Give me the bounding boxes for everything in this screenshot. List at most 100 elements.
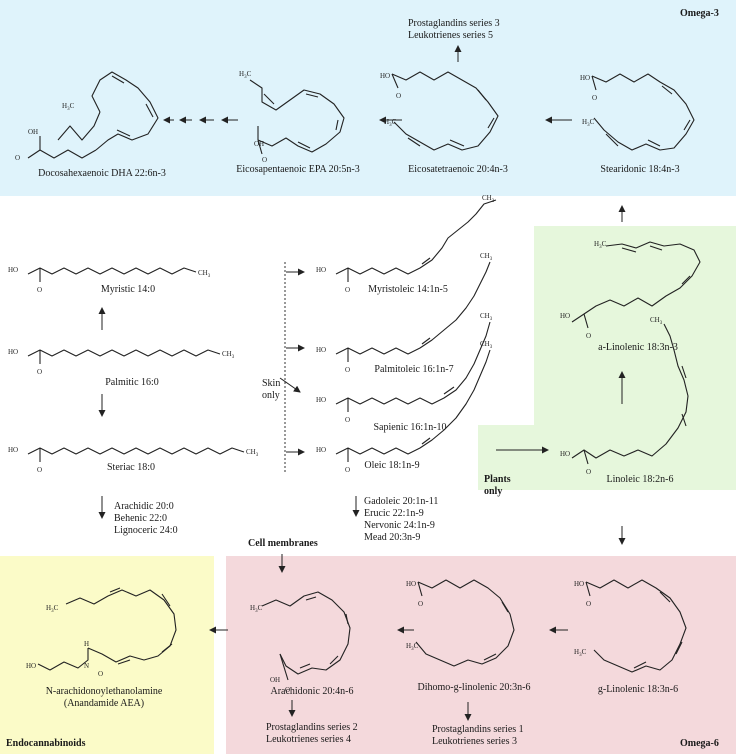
g-linolenic-ho-atom: HO xyxy=(574,580,584,588)
dha-h3c-atom: H3C xyxy=(62,102,75,112)
arachidonic-products: Prostaglandins series 2 Leukotrienes ser… xyxy=(266,722,358,745)
a-linolenic-ho-atom: HO xyxy=(560,312,570,320)
linoleic-ho-atom: HO xyxy=(560,450,570,458)
stearidonic-o-atom: O xyxy=(592,94,597,102)
anandamide-ho-atom: HO xyxy=(26,662,36,670)
dihomo-structure xyxy=(415,579,515,667)
steriac-ch3-atom: CH3 xyxy=(246,448,259,458)
oleic-ch3-atom: CH3 xyxy=(480,340,493,350)
anandamide-structure xyxy=(37,587,177,671)
eicosatetraenoic-products: Prostaglandins series 3 Leukotrienes ser… xyxy=(408,18,500,41)
epa-label: Eicosapentaenoic EPA 20:5n-3 xyxy=(236,164,360,175)
myristic-ch3-atom: CH3 xyxy=(198,269,211,279)
anandamide-h3c-atom: H3C xyxy=(46,604,59,614)
dha-label: Docosahexaenoic DHA 22:6n-3 xyxy=(38,168,166,179)
eicosatetraenoic-structure xyxy=(391,71,499,151)
anandamide-n-atom: N xyxy=(84,662,89,670)
stearidonic-h3c-atom: H3C xyxy=(582,118,595,128)
endocannabinoids-region xyxy=(0,556,214,754)
anandamide-o-atom: O xyxy=(98,670,103,678)
arachidonic-o-atom: O xyxy=(285,686,290,694)
palmitic-structure xyxy=(27,349,221,364)
g-linolenic-o-atom: O xyxy=(586,600,591,608)
g-linolenic-structure xyxy=(585,579,687,673)
arrow-to-sapienic xyxy=(279,377,301,393)
palmitoleic-o-atom: O xyxy=(345,366,350,374)
myristoleic-structure xyxy=(335,199,497,282)
dihomo-o-atom: O xyxy=(418,600,423,608)
oleic-label: Oleic 18:1n-9 xyxy=(364,460,420,471)
dihomo-h3c-atom: H3C xyxy=(406,642,419,652)
endocannabinoids-label: Endocannabinoids xyxy=(6,738,86,749)
steriac-ho-atom: HO xyxy=(8,446,18,454)
myristoleic-o-atom: O xyxy=(345,286,350,294)
dha-oh-atom: OH xyxy=(28,128,38,136)
dihomo-products: Prostaglandins series 1 Leukotrienes ser… xyxy=(432,724,524,747)
a-linolenic-label: a-Linolenic 18:3n-3 xyxy=(598,342,678,353)
sapienic-label: Sapienic 16:1n-10 xyxy=(373,422,447,433)
myristic-structure xyxy=(27,267,197,282)
oleic-structure xyxy=(335,349,491,462)
stearidonic-label: Stearidonic 18:4n-3 xyxy=(600,164,680,175)
myristic-label: Myristic 14:0 xyxy=(100,284,156,295)
sapienic-structure xyxy=(335,321,491,412)
skin-only-label: Skin only xyxy=(262,378,281,401)
omega-6-label: Omega-6 xyxy=(680,738,719,749)
arachidonic-label: Arachidonic 20:4n-6 xyxy=(270,686,354,697)
myristic-o-atom: O xyxy=(37,286,42,294)
linoleic-o-atom: O xyxy=(586,468,591,476)
palmitoleic-label: Palmitoleic 16:1n-7 xyxy=(374,364,454,375)
omega-6-region xyxy=(226,556,736,754)
a-linolenic-structure xyxy=(571,241,701,329)
stearidonic-structure xyxy=(591,73,695,151)
sapienic-ch3-atom: CH3 xyxy=(480,312,493,322)
long-saturated-list: Arachidic 20:0 Behenic 22:0 Lignoceric 2… xyxy=(114,501,178,536)
palmitoleic-structure xyxy=(335,261,491,362)
linoleic-label: Linoleic 18:2n-6 xyxy=(606,474,674,485)
omega-3-label: Omega-3 xyxy=(680,8,719,19)
myristoleic-label: Myristoleic 14:1n-5 xyxy=(368,284,448,295)
dha-o-atom: O xyxy=(15,154,20,162)
sapienic-ho-atom: HO xyxy=(316,396,326,404)
epa-o-atom: O xyxy=(262,156,267,164)
palmitic-label: Palmitic 16:0 xyxy=(105,377,159,388)
steriac-label: Steriac 18:0 xyxy=(106,462,156,473)
myristoleic-ch3-atom: CH3 xyxy=(482,194,495,204)
linoleic-structure xyxy=(571,323,689,465)
anandamide-label: N-arachidonoylethanolamine (Anandamide A… xyxy=(45,686,163,709)
arachidonic-oh-atom: OH xyxy=(270,676,280,684)
a-linolenic-h3c-atom: H3C xyxy=(594,240,607,250)
linoleic-ch3-atom: CH3 xyxy=(650,316,663,326)
dha-structure xyxy=(27,71,159,159)
palmitoleic-ch3-atom: CH3 xyxy=(480,252,493,262)
plants-only-region xyxy=(534,226,736,490)
cell-membranes-label: Cell membranes xyxy=(248,538,318,549)
steriac-o-atom: O xyxy=(37,466,42,474)
epa-oh-atom: OH xyxy=(254,140,264,148)
palmitic-o-atom: O xyxy=(37,368,42,376)
plants-only-label: Plants only xyxy=(484,474,511,497)
plants-only-region-extension xyxy=(478,425,536,490)
dihomo-label: Dihomo-g-linolenic 20:3n-6 xyxy=(417,682,531,693)
g-linolenic-label: g-Linolenic 18:3n-6 xyxy=(597,684,679,695)
long-monounsaturated-list: Gadoleic 20:1n-11 Erucic 22:1n-9 Nervoni… xyxy=(364,496,439,543)
eicosatetraenoic-label: Eicosatetraenoic 20:4n-3 xyxy=(408,164,508,175)
a-linolenic-o-atom: O xyxy=(586,332,591,340)
dihomo-ho-atom: HO xyxy=(406,580,416,588)
epa-h3c-atom: H3C xyxy=(239,70,252,80)
stearidonic-ho-atom: HO xyxy=(580,74,590,82)
epa-structure xyxy=(249,79,345,155)
palmitic-ch3-atom: CH3 xyxy=(222,350,235,360)
eicosatetraenoic-h3c-atom: H3C xyxy=(384,118,397,128)
oleic-ho-atom: HO xyxy=(316,446,326,454)
myristic-ho-atom: HO xyxy=(8,266,18,274)
omega-3-region xyxy=(0,0,736,196)
myristoleic-ho-atom: HO xyxy=(316,266,326,274)
eicosatetraenoic-o-atom: O xyxy=(396,92,401,100)
oleic-o-atom: O xyxy=(345,466,350,474)
palmitoleic-ho-atom: HO xyxy=(316,346,326,354)
arachidonic-h3c-atom: H3C xyxy=(250,604,263,614)
g-linolenic-h3c-atom: H3C xyxy=(574,648,587,658)
sapienic-o-atom: O xyxy=(345,416,350,424)
